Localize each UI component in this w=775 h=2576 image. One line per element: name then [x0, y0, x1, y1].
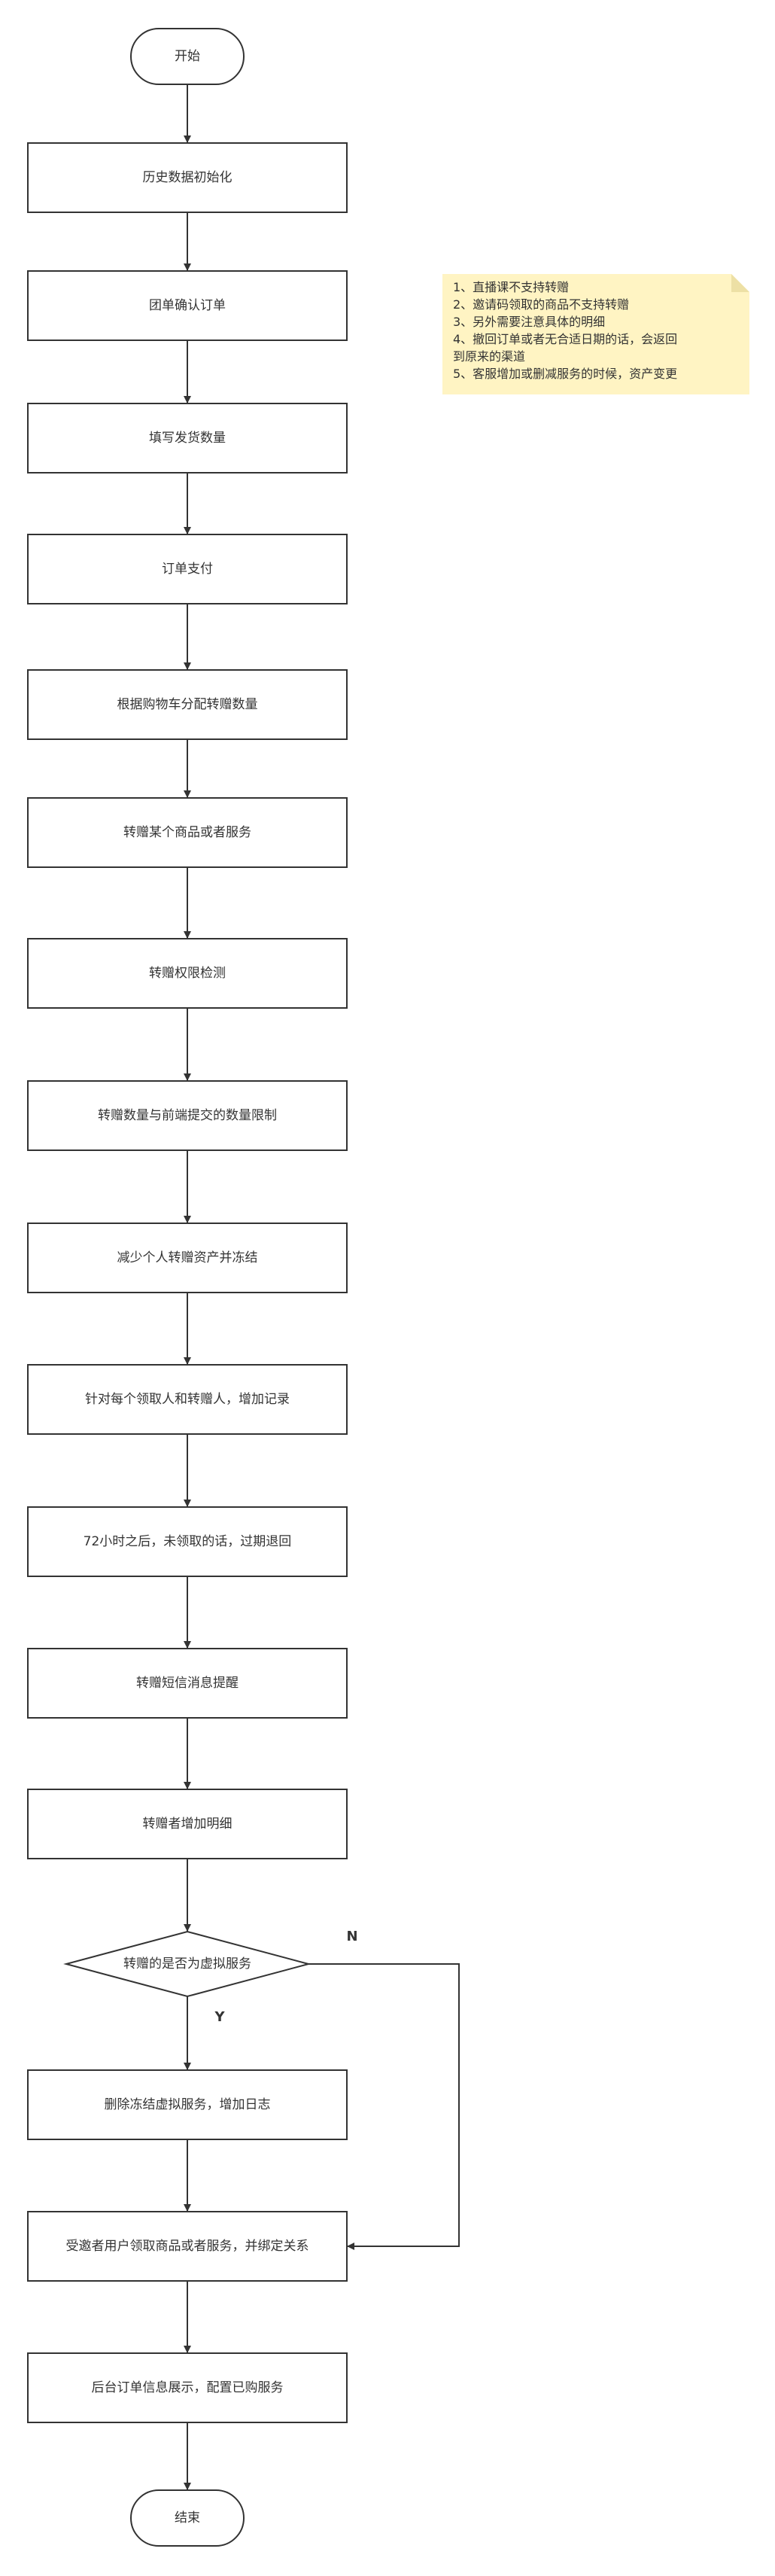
process-step-8: 转赠数量与前端提交的数量限制: [27, 1080, 348, 1151]
sticky-note-fold: [731, 274, 749, 292]
process-step-1: 历史数据初始化: [27, 142, 348, 213]
process-step-15: 受邀者用户领取商品或者服务，并绑定关系: [27, 2211, 348, 2282]
process-step-12: 转赠短信消息提醒: [27, 1648, 348, 1719]
edge-label-no: N: [346, 1929, 357, 1944]
end-node-label: 结束: [175, 2511, 200, 2526]
note-line-4: 4、撤回订单或者无合适日期的话，会返回: [453, 332, 677, 346]
process-step-4-label: 订单支付: [162, 562, 213, 577]
process-step-9: 减少个人转赠资产并冻结: [27, 1223, 348, 1293]
note-line-6: 5、客服增加或删减服务的时候，资产变更: [453, 367, 677, 381]
process-step-9-label: 减少个人转赠资产并冻结: [117, 1250, 258, 1265]
process-step-16: 后台订单信息展示，配置已购服务: [27, 2352, 348, 2423]
process-step-10-label: 针对每个领取人和转赠人，增加记录: [85, 1392, 290, 1407]
decision-node: 转赠的是否为虚拟服务: [63, 1930, 312, 1998]
process-step-16-label: 后台订单信息展示，配置已购服务: [92, 2380, 284, 2395]
process-step-2: 团单确认订单: [27, 270, 348, 341]
process-step-2-label: 团单确认订单: [149, 298, 226, 313]
process-step-10: 针对每个领取人和转赠人，增加记录: [27, 1364, 348, 1435]
process-step-13: 转赠者增加明细: [27, 1789, 348, 1859]
process-step-3: 填写发货数量: [27, 403, 348, 473]
edge-label-yes: Y: [214, 2009, 225, 2025]
process-step-13-label: 转赠者增加明细: [143, 1816, 232, 1832]
start-node: 开始: [130, 28, 245, 85]
end-node: 结束: [130, 2489, 245, 2547]
note-line-2: 2、邀请码领取的商品不支持转赠: [453, 297, 629, 312]
process-step-6: 转赠某个商品或者服务: [27, 797, 348, 868]
process-step-4: 订单支付: [27, 534, 348, 604]
edges: [184, 84, 460, 2490]
process-step-14: 删除冻结虚拟服务，增加日志: [27, 2069, 348, 2140]
process-step-11-label: 72小时之后，未领取的话，过期退回: [84, 1534, 292, 1549]
process-step-7-label: 转赠权限检测: [149, 966, 226, 981]
process-step-12-label: 转赠短信消息提醒: [136, 1676, 239, 1691]
process-step-11: 72小时之后，未领取的话，过期退回: [27, 1506, 348, 1577]
process-step-14-label: 删除冻结虚拟服务，增加日志: [105, 2097, 271, 2112]
process-step-6-label: 转赠某个商品或者服务: [123, 825, 251, 840]
note-line-5: 到原来的渠道: [453, 349, 525, 364]
process-step-1-label: 历史数据初始化: [143, 170, 232, 185]
process-step-8-label: 转赠数量与前端提交的数量限制: [98, 1108, 277, 1123]
edge-decision-step15-no: [308, 1963, 460, 2250]
process-step-15-label: 受邀者用户领取商品或者服务，并绑定关系: [66, 2239, 309, 2254]
note-line-3: 3、另外需要注意具体的明细: [453, 315, 605, 329]
sticky-note: 1、直播课不支持转赠 2、邀请码领取的商品不支持转赠 3、另外需要注意具体的明细…: [442, 274, 749, 394]
decision-node-label: 转赠的是否为虚拟服务: [123, 1956, 251, 1972]
note-line-1: 1、直播课不支持转赠: [453, 280, 569, 294]
process-step-3-label: 填写发货数量: [149, 431, 226, 446]
process-step-7: 转赠权限检测: [27, 938, 348, 1009]
process-step-5-label: 根据购物车分配转赠数量: [117, 697, 258, 712]
process-step-5: 根据购物车分配转赠数量: [27, 669, 348, 740]
start-node-label: 开始: [175, 49, 200, 64]
